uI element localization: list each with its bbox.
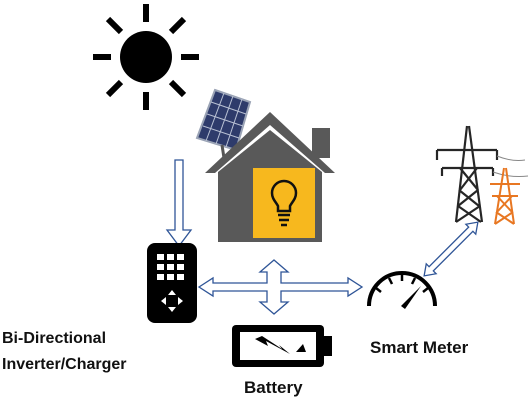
power-tower-icon: [435, 125, 529, 225]
power-bus-arrows: [197, 259, 364, 315]
solar-to-inverter-arrow: [165, 159, 193, 248]
solar-panel-icon: [195, 88, 252, 159]
inverter-label: Bi-Directional Inverter/Charger: [2, 330, 127, 373]
sun-icon: [93, 4, 199, 110]
inverter-icon: [147, 243, 197, 323]
battery-label: Battery: [244, 378, 303, 397]
meter-to-grid-arrow: [423, 221, 479, 277]
battery-icon: [232, 325, 332, 367]
smart-meter-icon: [367, 271, 437, 309]
light-bulb-icon: [270, 179, 298, 227]
smart-meter-label: Smart Meter: [370, 338, 469, 357]
house-icon: [205, 112, 335, 242]
